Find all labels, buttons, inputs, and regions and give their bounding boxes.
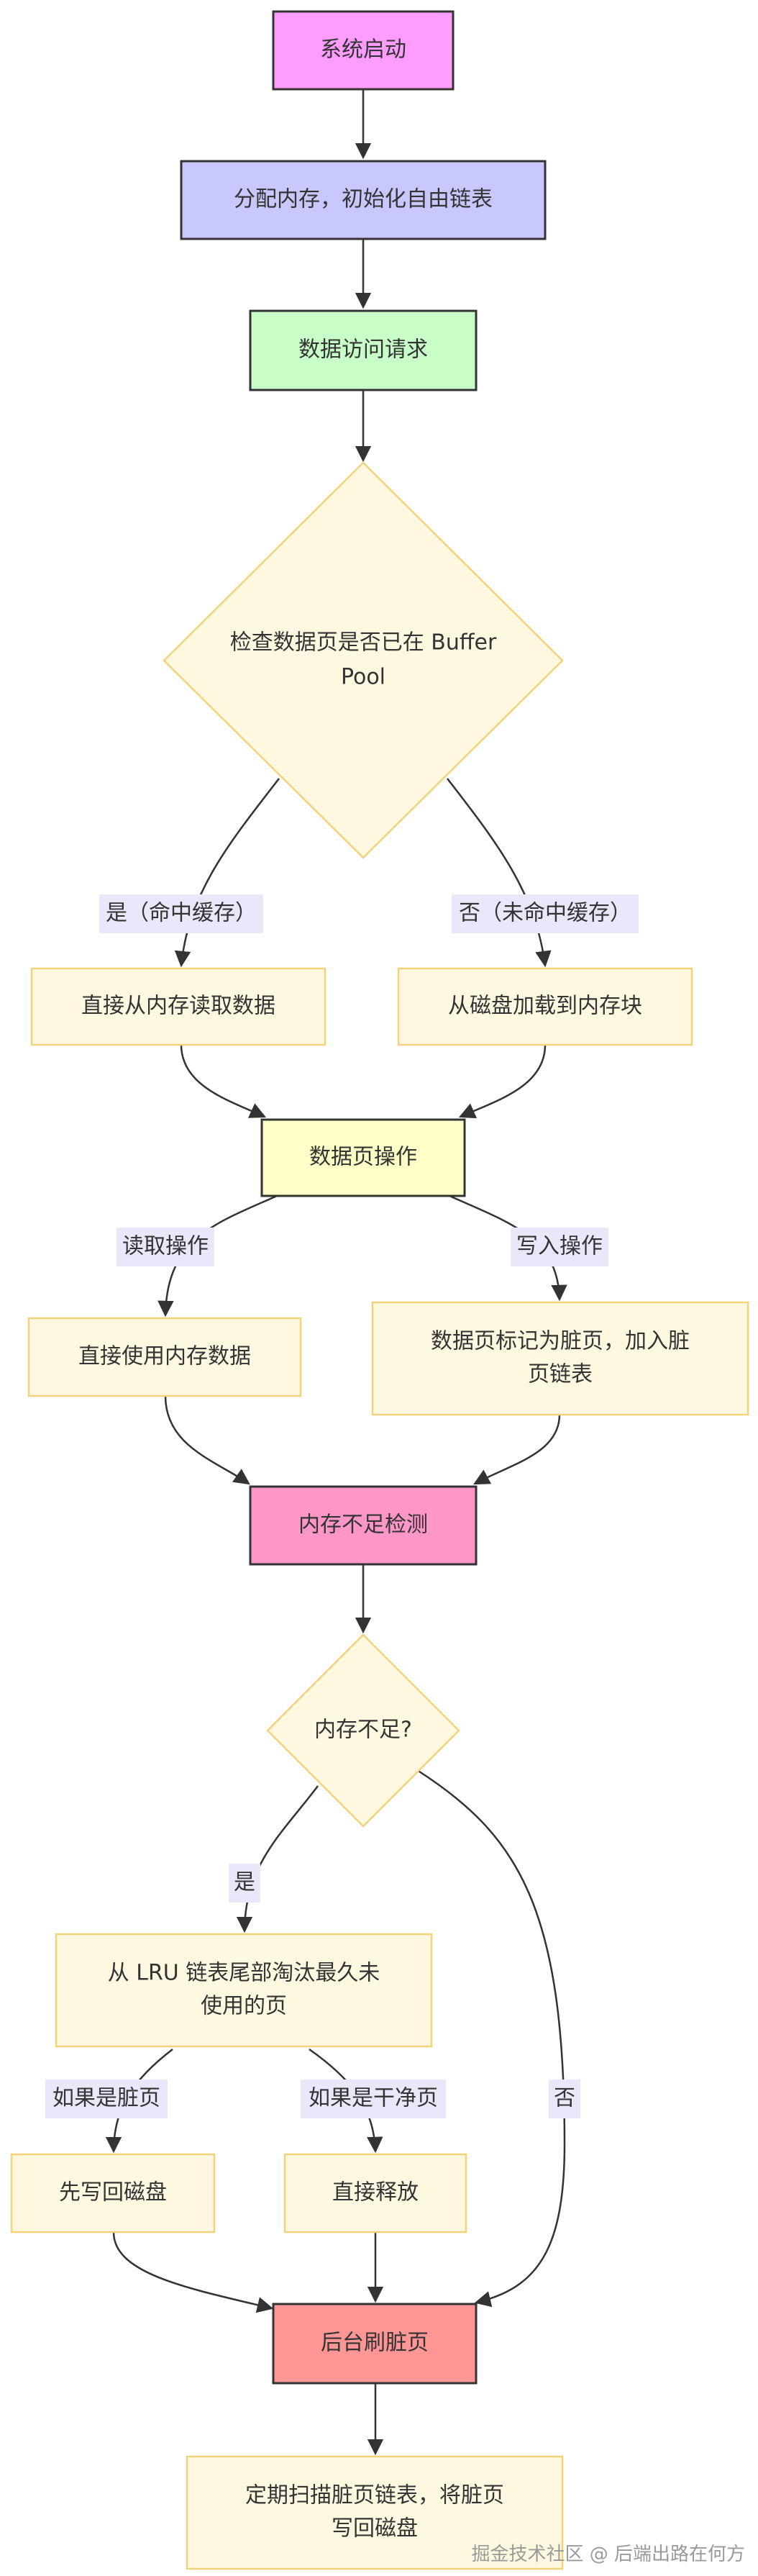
node-scan: 定期扫描脏页链表，将脏页 写回磁盘	[186, 2455, 564, 2570]
svg-text:定期扫描脏页链表，将脏页: 定期扫描脏页链表，将脏页	[245, 2483, 504, 2508]
edges	[105, 89, 567, 2456]
node-alloc: 分配内存，初始化自由链表	[180, 160, 547, 240]
node-release: 直接释放	[283, 2153, 467, 2233]
edge-label-yes-hit: 是（命中缓存）	[106, 901, 257, 926]
node-write-back: 先写回磁盘	[10, 2153, 216, 2233]
svg-text:数据页标记为脏页，加入脏: 数据页标记为脏页，加入脏	[431, 1329, 690, 1354]
edge-read-memcheck	[164, 1395, 250, 1485]
node-flush: 后台刷脏页	[272, 2303, 478, 2385]
svg-text:先写回磁盘: 先写回磁盘	[59, 2180, 167, 2205]
node-miss: 从磁盘加载到内存块	[397, 967, 693, 1046]
edge-writeback-flush	[112, 2231, 274, 2313]
node-mark-dirty: 数据页标记为脏页，加入脏 页链表	[371, 1301, 749, 1416]
svg-text:内存不足检测: 内存不足检测	[298, 1513, 428, 1538]
svg-text:使用的页: 使用的页	[201, 1994, 287, 2019]
edge-label-if-dirty: 如果是脏页	[52, 2086, 160, 2111]
node-mem-low-diamond: 内存不足?	[266, 1633, 460, 1828]
edge-label-read-op: 读取操作	[122, 1234, 209, 1259]
edge-labels: 是（命中缓存） 否（未命中缓存） 读取操作 写入操作 是 如果是脏页 如果是干净…	[45, 894, 639, 2118]
edge-hit-op	[180, 1044, 267, 1118]
edge-memlow-flush	[416, 1769, 566, 2308]
node-read-mem: 直接使用内存数据	[27, 1317, 302, 1397]
svg-text:系统启动: 系统启动	[320, 37, 406, 63]
node-mem-check: 内存不足检测	[249, 1485, 478, 1566]
svg-text:直接释放: 直接释放	[332, 2180, 419, 2205]
edge-label-write-op: 写入操作	[516, 1234, 603, 1259]
svg-text:内存不足?: 内存不足?	[314, 1718, 412, 1743]
edge-memlow-evict	[236, 1785, 319, 1933]
edge-write-memcheck	[473, 1414, 561, 1485]
edge-label-if-clean: 如果是干净页	[309, 2086, 438, 2111]
watermark: 掘金技术社区 @ 后端出路在何方	[471, 2544, 745, 2565]
svg-text:Pool: Pool	[341, 665, 385, 690]
svg-text:数据访问请求: 数据访问请求	[298, 337, 428, 363]
svg-text:数据页操作: 数据页操作	[309, 1145, 417, 1170]
svg-text:页链表: 页链表	[528, 1362, 593, 1387]
node-request: 数据访问请求	[249, 309, 478, 391]
edge-label-no-miss: 否（未命中缓存）	[459, 901, 631, 926]
svg-text:写回磁盘: 写回磁盘	[332, 2516, 418, 2541]
svg-text:检查数据页是否已在 Buffer: 检查数据页是否已在 Buffer	[230, 630, 497, 656]
edge-miss-op	[458, 1044, 547, 1119]
svg-text:从磁盘加载到内存块: 从磁盘加载到内存块	[448, 994, 642, 1019]
svg-text:从 LRU 链表尾部淘汰最久未: 从 LRU 链表尾部淘汰最久未	[108, 1961, 380, 1986]
node-hit: 直接从内存读取数据	[30, 967, 327, 1046]
node-op: 数据页操作	[260, 1118, 466, 1197]
svg-text:直接使用内存数据: 直接使用内存数据	[78, 1344, 251, 1369]
node-evict: 从 LRU 链表尾部淘汰最久未 使用的页	[55, 1933, 433, 2048]
node-check-diamond: 检查数据页是否已在 Buffer Pool	[163, 461, 564, 859]
svg-text:直接从内存读取数据: 直接从内存读取数据	[81, 994, 275, 1019]
svg-text:后台刷脏页: 后台刷脏页	[321, 2331, 429, 2356]
edge-label-no: 否	[554, 2086, 575, 2111]
edge-label-yes: 是	[234, 1870, 255, 1895]
edge-check-miss	[447, 778, 552, 968]
edge-check-hit	[174, 778, 280, 968]
node-start: 系统启动	[272, 10, 455, 91]
svg-text:分配内存，初始化自由链表: 分配内存，初始化自由链表	[234, 187, 493, 212]
